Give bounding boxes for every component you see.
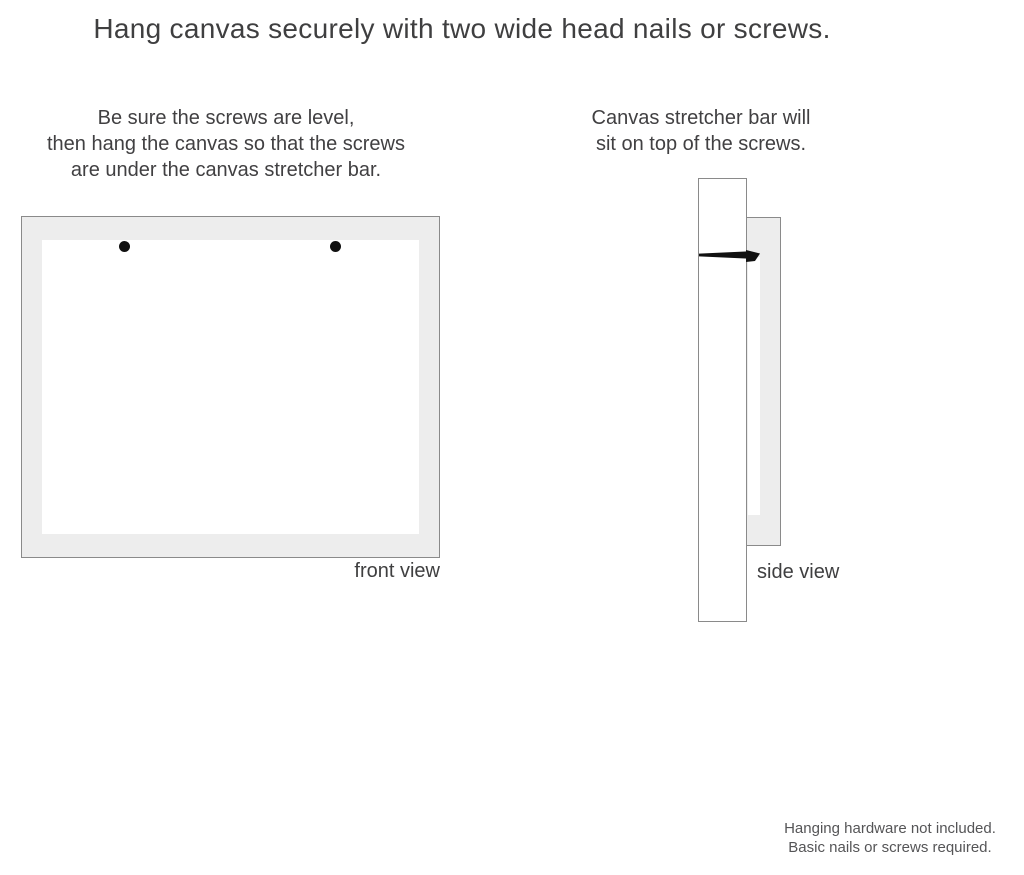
screw-dot-right-icon: [330, 241, 341, 252]
side-view-label: side view: [757, 561, 840, 583]
instruction-line: Canvas stretcher bar will: [591, 107, 811, 129]
hardware-footnote: Hanging hardware not included. Basic nai…: [756, 819, 1024, 857]
footnote-line: Basic nails or screws required.: [788, 839, 992, 856]
front-view-label: front view: [354, 560, 440, 582]
canvas-side-face: [748, 257, 760, 515]
instruction-line: sit on top of the screws.: [595, 133, 807, 155]
instruction-line: then hang the canvas so that the screws: [47, 133, 405, 155]
side-view-instruction: Canvas stretcher bar will sit on top of …: [551, 105, 851, 157]
nail-icon: [699, 250, 760, 262]
page-title: Hang canvas securely with two wide head …: [93, 13, 831, 44]
instruction-line: Be sure the screws are level,: [97, 107, 355, 129]
instruction-line: are under the canvas stretcher bar.: [70, 159, 382, 181]
canvas-front-face: [42, 240, 419, 534]
screw-dot-left-icon: [119, 241, 130, 252]
front-view-instruction: Be sure the screws are level, then hang …: [26, 105, 426, 183]
footnote-line: Hanging hardware not included.: [784, 820, 996, 837]
